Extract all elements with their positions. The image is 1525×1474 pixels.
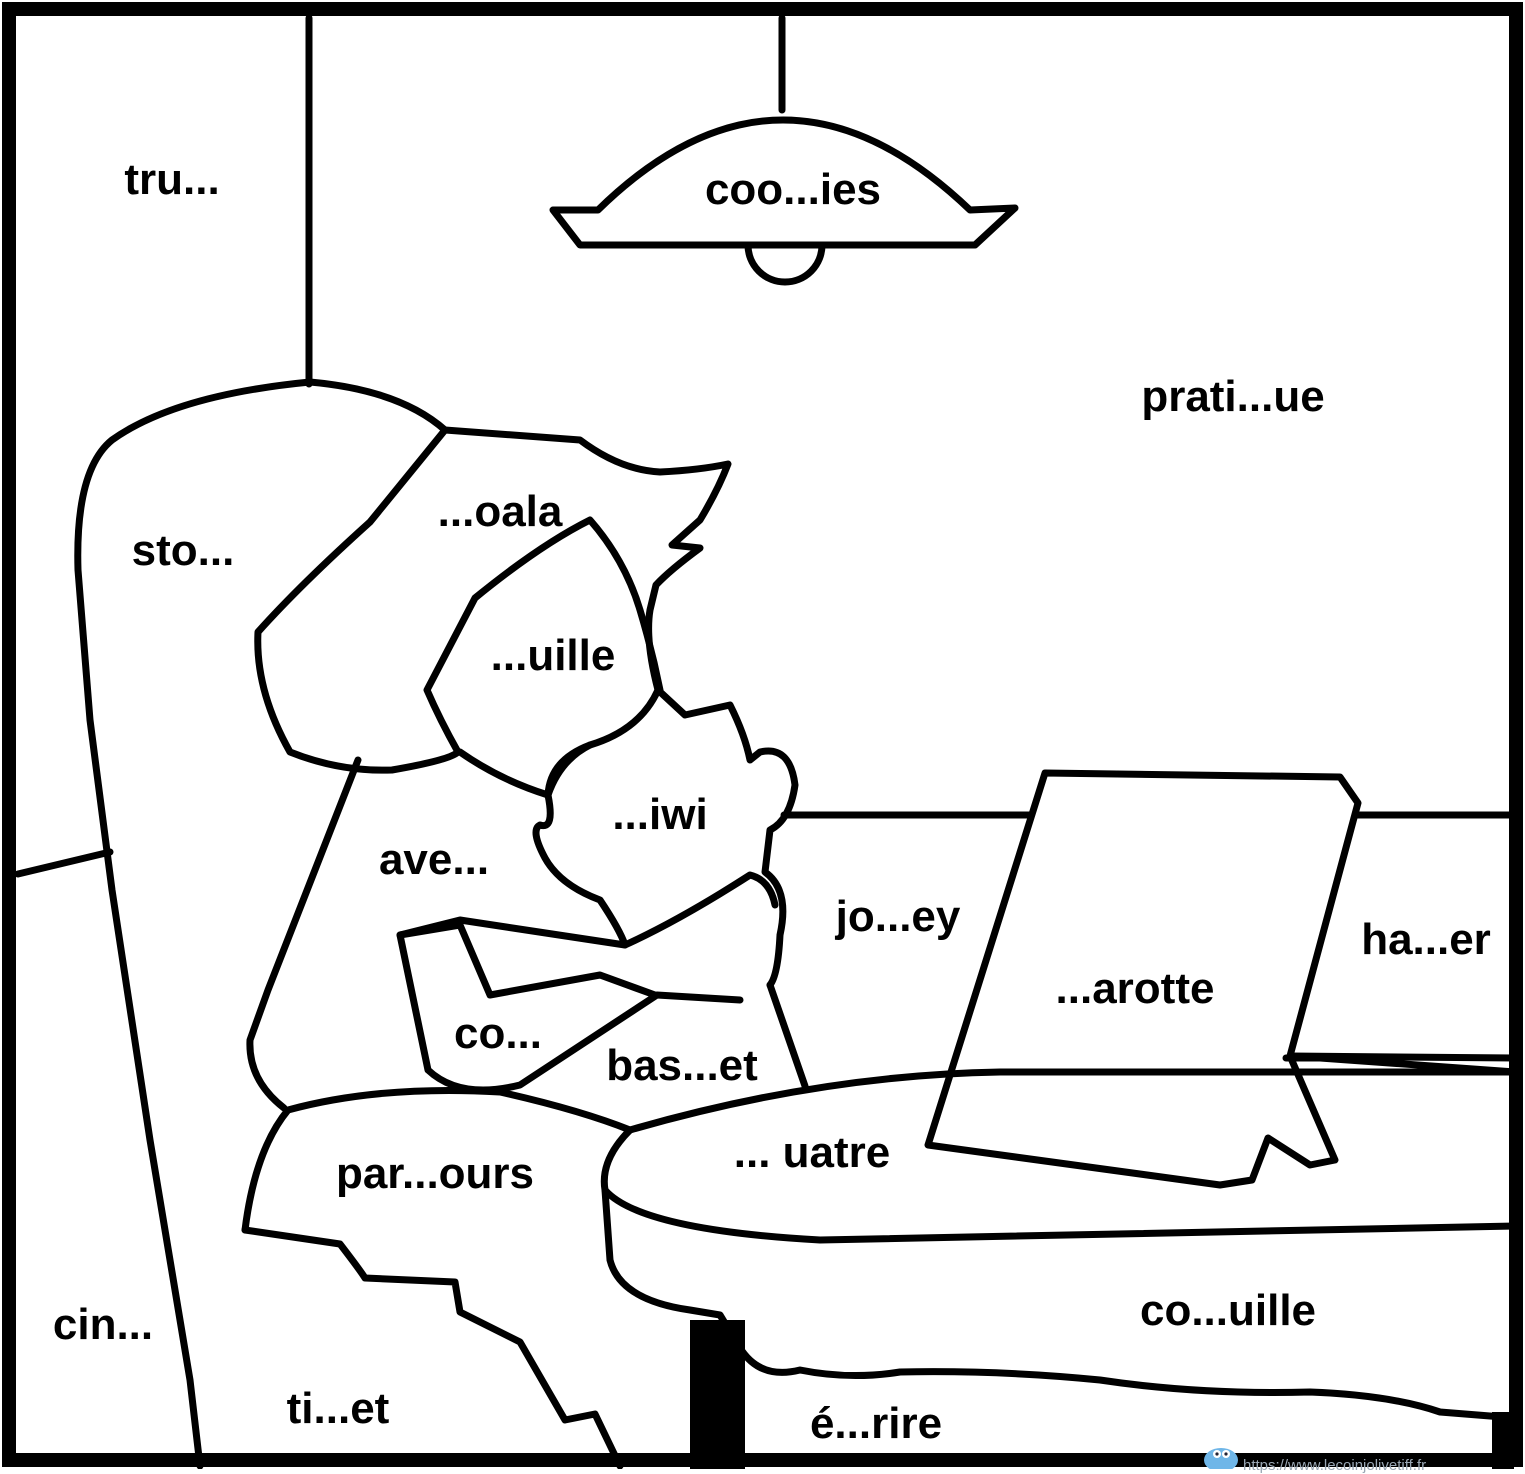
word-quatre: ... uatre [733,1128,891,1177]
child-figure [396,686,809,1094]
word-coq: co... [453,1009,543,1058]
word-parcours: par...ours [335,1149,535,1198]
word-stock: sto... [131,526,235,575]
word-hacker: ha...er [1361,915,1491,964]
word-tru: tru... [124,155,220,204]
armchair [74,378,634,1469]
word-cinq: cin... [52,1300,154,1349]
lamp [549,14,1019,286]
word-jockey: jo...ey [835,892,961,941]
table [600,1052,1519,1422]
word-koala: ...oala [437,487,563,536]
word-ecrire: é...rire [809,1399,943,1448]
table-leg-left [690,1320,745,1469]
mascot-logo [1204,1448,1238,1469]
word-kiwi: ...iwi [612,790,708,839]
word-ticket: ti...et [286,1384,390,1433]
wall-baseline [14,848,114,878]
word-fouille: ...uille [490,631,616,680]
word-pratique: prati...ue [1141,372,1325,421]
word-basket: bas...et [606,1041,758,1090]
word-coquille: co...uille [1139,1286,1317,1335]
word-carotte: ...arotte [1055,964,1215,1013]
word-avec: ave... [378,835,490,884]
mother-figure [246,426,732,1112]
tablet [924,769,1362,1189]
credit-url[interactable]: https://www.lecoinjolivetiff.fr [1243,1457,1427,1474]
word-cookies: coo...ies [704,165,882,214]
